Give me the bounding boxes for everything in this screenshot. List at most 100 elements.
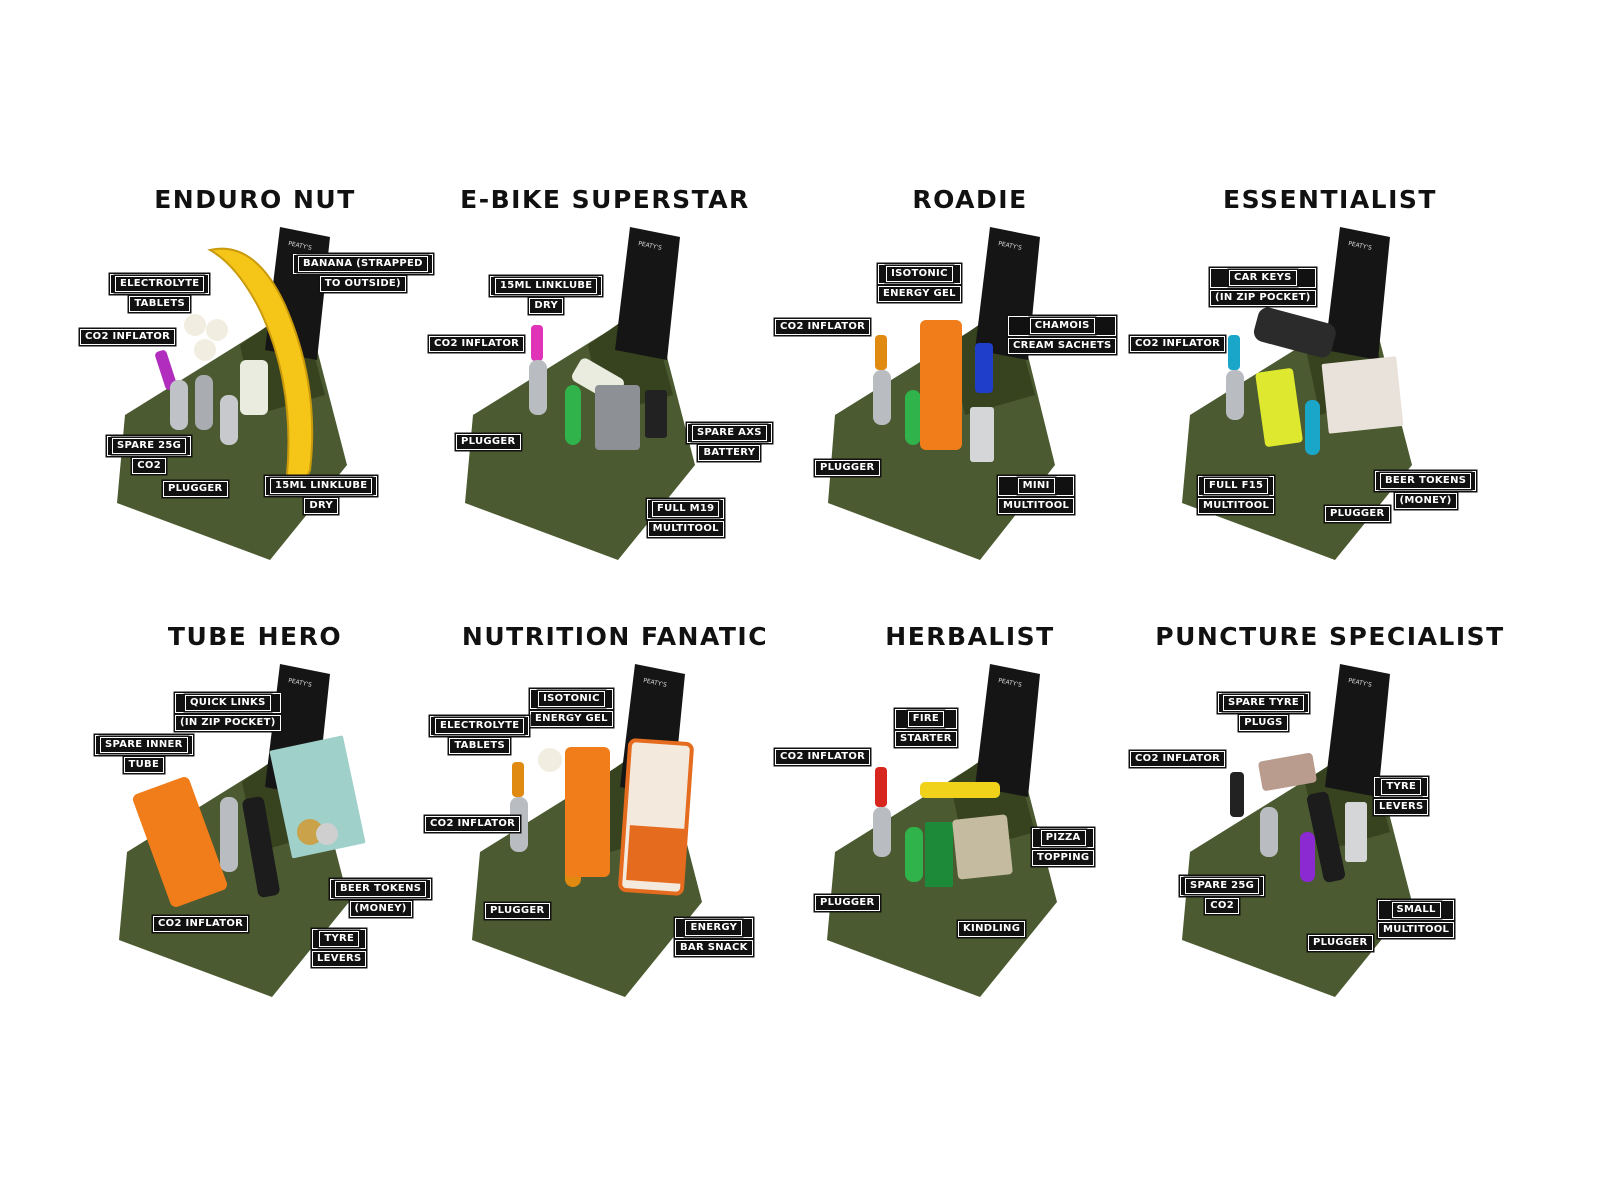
strap <box>975 664 1040 797</box>
panel-title: ENDURO NUT <box>154 185 356 214</box>
co2-inflator-icon <box>512 762 524 797</box>
label-co2-inflator: CO2 INFLATOR <box>80 328 176 346</box>
multitool-icon <box>970 407 994 462</box>
plugger-icon <box>1300 832 1315 882</box>
strap <box>615 227 680 360</box>
electrolyte-tablet-icon <box>538 748 562 772</box>
plugger-icon <box>220 395 238 445</box>
co2-canister-icon <box>1226 370 1244 420</box>
panel-title: HERBALIST <box>885 622 1055 651</box>
strap-brand: PEATY'S <box>998 677 1023 689</box>
tyre-plugs-icon <box>1258 752 1317 791</box>
chamois-sachet-icon <box>975 343 993 393</box>
electrolyte-tablet-icon <box>206 319 228 341</box>
linklube-bottle-icon <box>240 360 268 415</box>
pouch-illustration: PEATY'S <box>465 227 695 560</box>
kit-panel-essentialist: ESSENTIALIST PEATY'S CAR KEYS(IN ZIP POC… <box>1130 185 1530 635</box>
co2-inflator-icon <box>1230 772 1244 817</box>
co2-canister-icon <box>873 370 891 425</box>
energy-gel-icon <box>565 747 610 877</box>
label-co2-inflator: CO2 INFLATOR <box>429 335 525 353</box>
label-plugger: PLUGGER <box>1308 934 1373 952</box>
herb-bag-icon <box>952 814 1013 880</box>
tyre-lever-icon <box>242 796 280 898</box>
label-plugger: PLUGGER <box>163 480 228 498</box>
co2-inflator-icon <box>875 767 887 807</box>
label-co2-inflator: CO2 INFLATOR <box>775 318 871 336</box>
electrolyte-tablet-icon <box>194 339 216 361</box>
label-beer-tokens: BEER TOKENS(MONEY) <box>1375 470 1477 510</box>
axs-battery-icon <box>645 390 667 438</box>
coin-icon <box>316 823 338 845</box>
strap-brand: PEATY'S <box>1348 240 1373 252</box>
strap-brand: PEATY'S <box>288 240 313 252</box>
inner-tube-icon <box>132 777 228 907</box>
label-co2-inflator: CO2 INFLATOR <box>1130 750 1226 768</box>
tyre-lever-icon <box>1307 791 1345 883</box>
panel-title: TUBE HERO <box>167 622 343 651</box>
lighter-icon <box>920 782 1000 798</box>
co2-canister-icon <box>195 375 213 430</box>
banknote-icon <box>269 735 366 859</box>
co2-canister-icon <box>220 797 238 872</box>
label-co2-inflator: CO2 INFLATOR <box>425 815 521 833</box>
electrolyte-tablet-icon <box>184 314 206 336</box>
co2-inflator-icon <box>875 335 887 370</box>
strap-brand: PEATY'S <box>288 677 313 689</box>
strap <box>1325 664 1390 797</box>
label-plugger: PLUGGER <box>815 459 880 477</box>
label-co2-inflator: CO2 INFLATOR <box>153 915 249 933</box>
strap-brand: PEATY'S <box>1348 677 1373 689</box>
energy-gel-icon <box>920 320 962 450</box>
panel-title: ESSENTIALIST <box>1223 185 1437 214</box>
strap-brand: PEATY'S <box>638 240 663 252</box>
plugger-icon <box>1305 400 1320 455</box>
strap-brand: PEATY'S <box>998 240 1023 252</box>
multitool-icon <box>595 385 640 450</box>
strap <box>1325 227 1390 360</box>
car-key-icon <box>1253 307 1336 358</box>
pouch-illustration: PEATY'S <box>828 227 1055 560</box>
plugger-icon <box>905 390 921 445</box>
strap-brand: PEATY'S <box>643 677 668 689</box>
pouch-illustration: PEATY'S <box>1182 227 1412 560</box>
label-plugger: PLUGGER <box>1325 505 1390 523</box>
panel-title: ROADIE <box>912 185 1028 214</box>
pouch-illustration: PEATY'S <box>827 664 1057 997</box>
panel-title: E-BIKE SUPERSTAR <box>460 185 750 214</box>
plugger-icon <box>905 827 923 882</box>
pouch-illustration: PEATY'S <box>119 664 366 997</box>
co2-canister-icon <box>529 360 547 415</box>
label-co2-inflator: CO2 INFLATOR <box>1130 335 1226 353</box>
label-kindling: KINDLING <box>958 920 1026 938</box>
plugger-icon <box>565 385 581 445</box>
co2-canister-icon <box>1260 807 1278 857</box>
coin-icon <box>297 819 323 845</box>
pouch-illustration: PEATY'S <box>1182 664 1412 997</box>
multitool-icon <box>1255 368 1303 447</box>
